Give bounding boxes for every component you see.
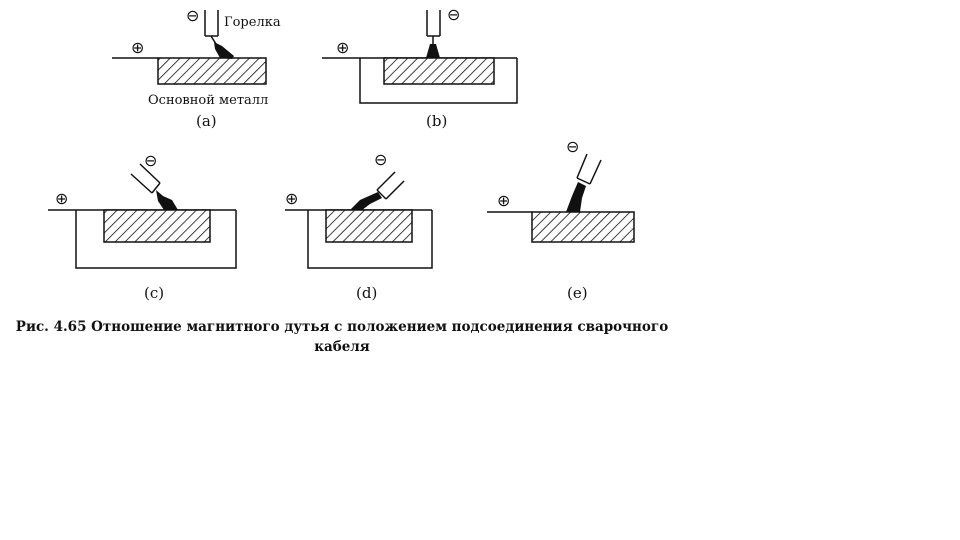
plus-icon: ⊕ [285, 189, 298, 208]
caption-line-2: кабеля [314, 339, 370, 355]
return-loop [75, 210, 237, 269]
panel-label: (b) [426, 112, 447, 130]
arc [566, 182, 586, 212]
torch [576, 153, 602, 185]
torch [204, 10, 219, 45]
panel-e: ⊕ ⊖ (e) [487, 137, 635, 302]
panel-a: ⊕ ⊖ Горелка Основной металл (a) [112, 6, 281, 130]
plus-icon: ⊕ [131, 38, 144, 57]
arc [156, 190, 178, 210]
panel-label: (d) [356, 284, 377, 302]
figure-area: ⊕ ⊖ Горелка Основной металл (a) ⊕ ⊖ (b) [0, 0, 680, 375]
plus-icon: ⊕ [55, 189, 68, 208]
base-metal-label: Основной металл [148, 93, 268, 108]
caption-line-1: Рис. 4.65 Отношение магнитного дутья с п… [15, 319, 669, 335]
torch [426, 10, 441, 44]
figure-caption: Рис. 4.65 Отношение магнитного дутья с п… [4, 317, 680, 357]
arc [426, 44, 440, 58]
base-metal [157, 57, 267, 85]
panel-label: (e) [567, 284, 588, 302]
minus-icon: ⊖ [447, 5, 460, 24]
base-metal [531, 211, 635, 243]
return-loop [307, 210, 433, 269]
panel-d: ⊕ ⊖ (d) [285, 150, 433, 302]
base-metal [383, 57, 495, 85]
minus-icon: ⊖ [144, 151, 157, 170]
arc [214, 42, 234, 59]
return-loop [359, 58, 518, 104]
torch [376, 171, 405, 200]
base-metal [325, 209, 413, 243]
minus-icon: ⊖ [566, 137, 579, 156]
panel-b: ⊕ ⊖ (b) [322, 5, 518, 130]
arc [350, 192, 382, 210]
plus-icon: ⊕ [336, 38, 349, 57]
minus-icon: ⊖ [374, 150, 387, 169]
torch [130, 163, 161, 194]
torch-label: Горелка [224, 15, 281, 30]
panel-c: ⊕ ⊖ (c) [48, 151, 237, 302]
plus-icon: ⊕ [497, 191, 510, 210]
minus-icon: ⊖ [186, 6, 199, 25]
panel-label: (c) [144, 284, 164, 302]
base-metal [103, 209, 211, 243]
welding-diagram: ⊕ ⊖ Горелка Основной металл (a) ⊕ ⊖ (b) [48, 5, 635, 302]
panel-label: (a) [196, 112, 217, 130]
